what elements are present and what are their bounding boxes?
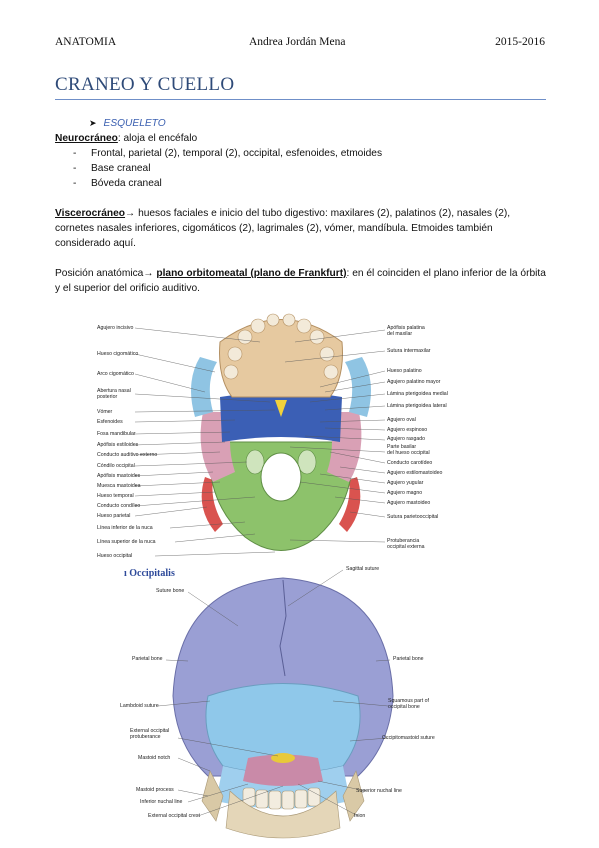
label-external-occipital: External occipital (130, 728, 170, 734)
section-label: ESQUELETO (103, 118, 166, 129)
label-fosa-mandibular: Fosa mandibular (97, 431, 136, 437)
header-subject: ANATOMIA (55, 36, 117, 48)
label-lambdoid-suture: Lambdoid suture (120, 703, 159, 709)
label-superior-nuchal-line: Superior nuchal line (356, 788, 402, 794)
label-external-occipital-crest: External occipital crest (148, 813, 200, 819)
viscero-text: → huesos faciales e inicio del tubo dige… (55, 208, 511, 249)
label-squamous-part: Squamous part of (388, 698, 429, 704)
title-divider (55, 99, 546, 100)
label-protuberancia: Protuberancia (387, 538, 420, 544)
header-author: Andrea Jordán Mena (249, 36, 346, 48)
neuro-paragraph: Neurocráneo: aloja el encéfalo (55, 131, 547, 146)
viscero-paragraph: Viscerocráneo→ huesos faciales e inicio … (55, 206, 547, 251)
skull-posterior-figure: ı Occipitalis (118, 566, 448, 846)
label-linea-inferior-nuca: Línea inferior de la nuca (97, 525, 153, 531)
header-year: 2015-2016 (495, 36, 545, 48)
skull-inferior-illustration (134, 313, 386, 557)
label-parte-basilar-2: del hueso occipital (387, 450, 430, 456)
label-agujero-incisivo: Agujero incisivo (97, 325, 134, 331)
list-item: Bóveda craneal (55, 176, 547, 191)
label-agujero-estilomastoideo: Agujero estilomastoideo (387, 470, 443, 476)
label-sagittal-suture: Sagittal suture (346, 566, 380, 572)
label-sutura-intermaxilar: Sutura intermaxilar (387, 348, 431, 354)
label-linea-superior-nuca: Línea superior de la nuca (97, 539, 156, 545)
arrow-right-icon: ➤ (89, 118, 97, 128)
label-occipitomastoid-suture: Occipitomastoid suture (382, 735, 435, 741)
section-heading: ➤ ESQUELETO (89, 116, 547, 131)
posicion-term: plano orbitomeatal (plano de Frankfurt) (156, 268, 347, 279)
label-muesca-mastoidea: Muesca mastoidea (97, 483, 141, 489)
document-body: ➤ ESQUELETO Neurocráneo: aloja el encéfal… (55, 116, 547, 296)
label-squamous-part-2: occipital bone (388, 704, 420, 710)
list-item: Frontal, parietal (2), temporal (2), occ… (55, 146, 547, 161)
neuro-term: Neurocráneo (55, 133, 118, 144)
label-conducto-auditivo: Conducto auditivo externo (97, 452, 158, 458)
label-protuberancia-2: occipital externa (387, 544, 425, 550)
label-agujero-mastoideo: Agujero mastoideo (387, 500, 431, 506)
posicion-text: : en él coinciden el plano inferior de l… (55, 268, 546, 294)
neuro-text: : aloja el encéfalo (117, 133, 198, 144)
label-external-occipital-2: protuberance (130, 734, 161, 740)
label-apofisis-palatina: Apófisis palatina (387, 325, 425, 331)
page-header: ANATOMIA Andrea Jordán Mena 2015-2016 (55, 36, 545, 50)
label-parietal-bone-left: Parietal bone (132, 656, 163, 662)
label-agujero-magno: Agujero magno (387, 490, 423, 496)
label-vomer: Vómer (97, 409, 113, 415)
skull-posterior-illustration (157, 569, 394, 839)
label-arco-cigomatico: Arco cigomático (97, 371, 134, 377)
label-inion: Inion (354, 813, 366, 819)
viscero-term: Viscerocráneo (55, 208, 126, 219)
label-lamina-pterigoidea-lateral: Lámina pterigoidea lateral (387, 403, 447, 409)
label-hueso-occipital: Hueso occipital (97, 553, 133, 559)
neuro-list: Frontal, parietal (2), temporal (2), occ… (55, 146, 547, 191)
label-hueso-parietal: Hueso parietal (97, 513, 131, 519)
label-hueso-palatino: Hueso palatino (387, 368, 422, 374)
label-apofisis-estiloides: Apófisis estiloides (97, 442, 139, 448)
label-mastoid-process: Mastoid process (136, 787, 174, 793)
figure-title: ı Occipitalis (124, 568, 175, 579)
label-apofisis-mastoides: Apófisis mastoides (97, 473, 141, 479)
label-suture-bone: Suture bone (156, 588, 185, 594)
label-esfenoides: Esfenoides (97, 419, 123, 425)
label-inferior-nuchal-line: Inferior nuchal line (140, 799, 183, 805)
label-agujero-espinoso: Agujero espinoso (387, 427, 428, 433)
label-conducto-condileo: Conducto condíleo (97, 503, 141, 509)
label-apofisis-palatina-2: del maxilar (387, 331, 413, 337)
label-agujero-rasgado: Agujero rasgado (387, 436, 426, 442)
label-hueso-cigomatico: Hueso cigomático (97, 351, 139, 357)
label-mastoid-notch: Mastoid notch (138, 755, 171, 761)
label-parietal-bone-right: Parietal bone (393, 656, 424, 662)
label-lamina-pterigoidea-medial: Lámina pterigoidea medial (387, 391, 448, 397)
page-title: CRANEO Y CUELLO (55, 74, 235, 95)
label-hueso-temporal: Hueso temporal (97, 493, 134, 499)
label-condilo-occipital: Cóndilo occipital (97, 463, 135, 469)
skull-inferior-figure: Agujero incisivo Hueso cigomático Arco c… (95, 302, 475, 564)
label-conducto-carotideo: Conducto carotídeo (387, 460, 433, 466)
list-item: Base craneal (55, 161, 547, 176)
label-agujero-yugular: Agujero yugular (387, 480, 424, 486)
posicion-prefix: Posición anatómica→ (55, 268, 157, 279)
label-sutura-parietooccipital: Sutura parietooccipital (387, 514, 439, 520)
label-abertura-nasal-2: posterior (97, 394, 118, 400)
label-agujero-oval: Agujero oval (387, 417, 416, 423)
posicion-paragraph: Posición anatómica→ plano orbitomeatal (… (55, 266, 547, 296)
label-agujero-palatino-mayor: Agujero palatino mayor (387, 379, 441, 385)
label-parte-basilar: Parte basilar (387, 444, 417, 450)
label-abertura-nasal: Abertura nasal (97, 388, 131, 394)
